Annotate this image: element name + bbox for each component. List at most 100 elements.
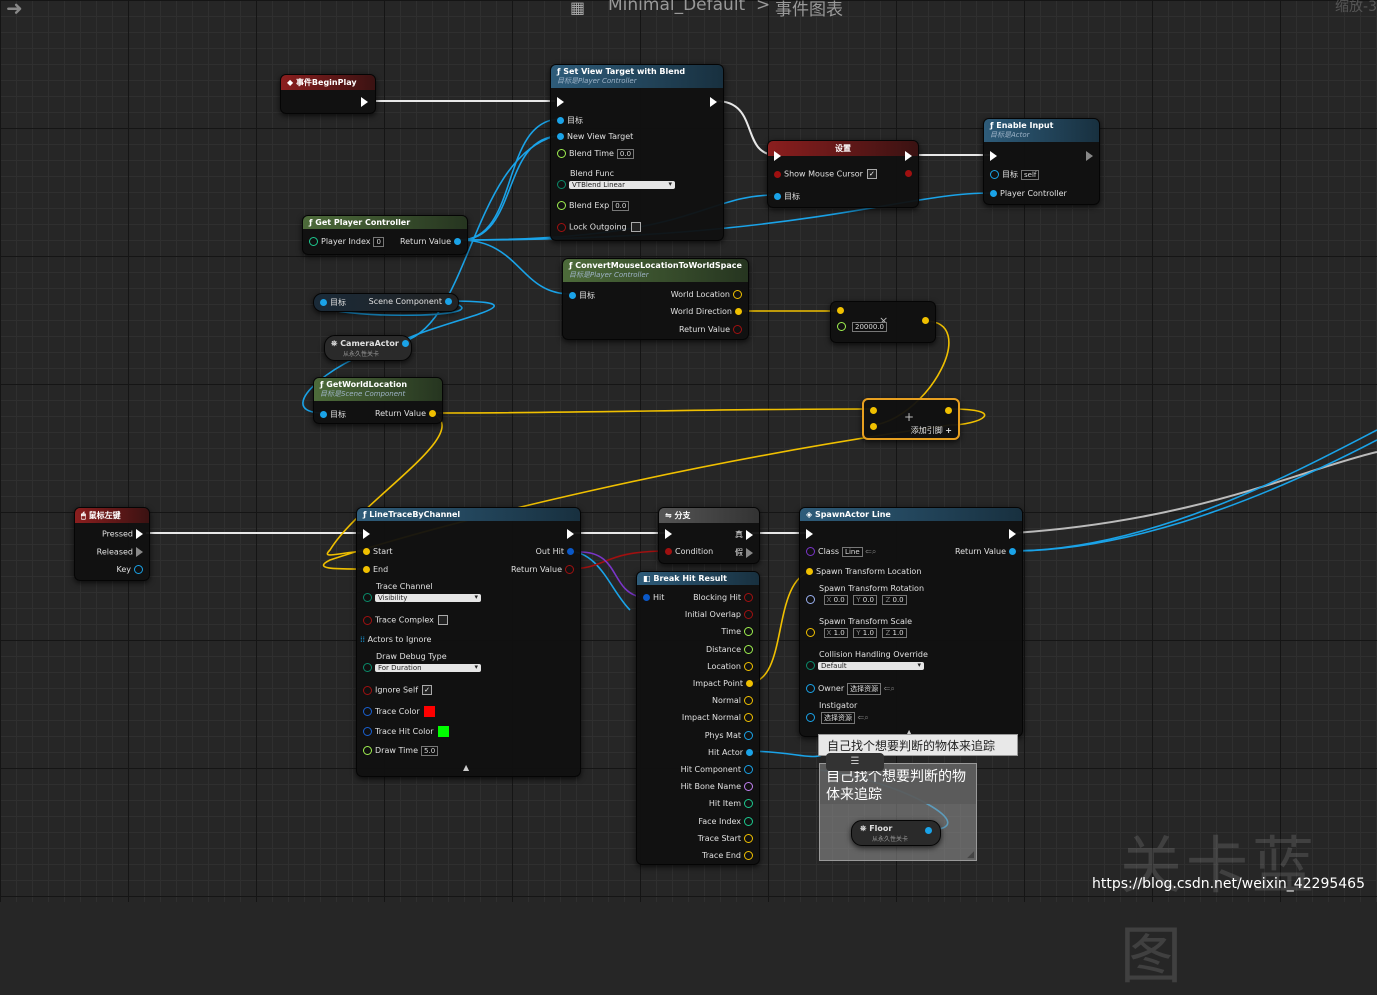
multiply-out-pin[interactable] <box>922 317 929 324</box>
blend-exp-input[interactable]: 0.0 <box>612 201 630 211</box>
return-value-pin[interactable] <box>1009 548 1016 555</box>
output-pin[interactable] <box>744 644 753 654</box>
return-value-pin[interactable] <box>733 325 742 334</box>
trace-hit-color-swatch[interactable] <box>437 726 449 737</box>
exec-out-pin[interactable] <box>361 97 368 107</box>
add-out-pin[interactable] <box>945 407 952 414</box>
resize-handle-icon[interactable]: ◢ <box>967 850 974 860</box>
output-pin[interactable] <box>744 782 753 792</box>
output-pin[interactable] <box>746 680 753 687</box>
comment-icon[interactable]: ☰ <box>826 753 884 771</box>
exec-out-pin[interactable] <box>905 151 912 161</box>
collision-dropdown[interactable]: Default <box>818 661 924 670</box>
rot-z-input[interactable]: Z 0.0 <box>882 595 907 605</box>
comment-box[interactable]: 自己找个想要判断的物体来追踪 ◢ <box>819 763 977 861</box>
instigator-picker[interactable]: 选择资源 <box>821 712 855 724</box>
browse-icon[interactable]: ⇐⌕ <box>862 547 877 556</box>
hit-in-pin[interactable] <box>643 594 650 601</box>
output-pin[interactable] <box>744 593 753 602</box>
output-pin[interactable] <box>744 816 753 826</box>
node-add[interactable]: + 添加引脚 + <box>862 398 960 440</box>
target-pin[interactable] <box>320 411 327 418</box>
add-in-a-pin[interactable] <box>870 407 877 414</box>
node-camera-actor[interactable]: ⛯ CameraActor 从永久性关卡 <box>324 335 412 361</box>
self-input[interactable]: self <box>1021 170 1040 180</box>
exec-in-pin[interactable] <box>990 151 997 161</box>
condition-pin[interactable] <box>665 548 672 555</box>
rot-y-input[interactable]: Y 0.0 <box>853 595 877 605</box>
exec-out-pin[interactable] <box>567 529 574 539</box>
exec-out-pin[interactable] <box>1086 151 1093 161</box>
node-set-variable[interactable]: 设置 Show Mouse Cursor✓ 目标 <box>767 140 919 208</box>
node-scene-component[interactable]: 目标 Scene Component <box>313 293 459 312</box>
lock-outgoing-checkbox[interactable] <box>630 222 641 232</box>
spawn-scale-pin[interactable] <box>806 628 815 637</box>
spawn-rotation-pin[interactable] <box>806 595 815 604</box>
player-index-input[interactable]: 0 <box>373 237 384 247</box>
return-value-pin[interactable] <box>429 410 436 417</box>
return-value-pin[interactable] <box>454 238 461 245</box>
player-index-pin[interactable] <box>309 237 318 246</box>
target-pin[interactable] <box>774 193 781 200</box>
player-controller-pin[interactable] <box>990 190 997 197</box>
multiply-in-a-pin[interactable] <box>837 307 844 314</box>
exec-in-pin[interactable] <box>665 529 672 539</box>
add-in-b-pin[interactable] <box>870 423 877 430</box>
exec-in-pin[interactable] <box>806 529 813 539</box>
trace-channel-dropdown[interactable]: Visibility <box>375 593 481 602</box>
class-dropdown[interactable]: Line <box>842 547 863 557</box>
output-pin[interactable] <box>744 696 753 706</box>
scale-z-input[interactable]: Z 1.0 <box>882 628 907 638</box>
start-pin[interactable] <box>363 548 370 555</box>
scene-component-out-pin[interactable] <box>445 298 452 305</box>
multiply-in-b-pin[interactable] <box>837 322 846 331</box>
blend-exp-pin[interactable] <box>557 201 566 210</box>
output-pin[interactable] <box>744 833 753 843</box>
draw-time-input[interactable]: 5.0 <box>421 746 439 756</box>
new-view-target-pin[interactable] <box>557 133 564 140</box>
browse-icon[interactable]: ⇐⌕ <box>855 713 869 722</box>
output-pin[interactable] <box>744 627 753 637</box>
ignore-self-pin[interactable] <box>363 685 372 695</box>
output-pin[interactable] <box>744 610 753 620</box>
collapse-arrow-icon[interactable]: ▲ <box>463 763 470 772</box>
node-mouse-left[interactable]: 🖱 鼠标左键 Pressed Released Key <box>74 507 150 581</box>
target-pin[interactable] <box>320 299 327 306</box>
exec-in-pin[interactable] <box>557 97 564 107</box>
exec-in-pin[interactable] <box>774 151 781 161</box>
output-pin[interactable] <box>746 748 753 756</box>
exec-in-pin[interactable] <box>363 529 370 539</box>
draw-debug-pin[interactable] <box>363 663 372 672</box>
breadcrumb-graph[interactable]: Minimal_Default <box>608 0 746 15</box>
draw-time-pin[interactable] <box>363 746 372 755</box>
show-cursor-pin[interactable] <box>774 170 781 178</box>
camera-actor-out-pin[interactable] <box>401 340 409 347</box>
show-cursor-checkbox[interactable]: ✓ <box>866 169 877 179</box>
false-exec-pin[interactable] <box>746 547 753 558</box>
output-pin[interactable] <box>744 765 753 774</box>
class-pin[interactable] <box>806 547 815 556</box>
node-begin-play[interactable]: ◆ 事件BeginPlay <box>280 74 376 114</box>
draw-debug-dropdown[interactable]: For Duration <box>375 663 481 672</box>
true-exec-pin[interactable] <box>746 529 753 540</box>
output-pin[interactable] <box>744 730 753 740</box>
blend-func-dropdown[interactable]: VTBlend Linear <box>569 180 675 189</box>
trace-hit-color-pin[interactable] <box>363 727 372 736</box>
blend-func-pin[interactable] <box>557 180 566 189</box>
browse-icon[interactable]: ⇐⌕ <box>881 684 895 693</box>
instigator-pin[interactable] <box>806 713 815 722</box>
trace-complex-checkbox[interactable] <box>437 615 448 625</box>
return-value-pin[interactable] <box>565 565 574 574</box>
released-exec-pin[interactable] <box>136 547 143 557</box>
world-location-pin[interactable] <box>733 290 742 299</box>
trace-color-pin[interactable] <box>363 707 372 716</box>
target-pin[interactable] <box>557 117 564 124</box>
owner-pin[interactable] <box>806 684 815 693</box>
exec-out-pin[interactable] <box>710 97 717 107</box>
out-hit-pin[interactable] <box>567 548 574 555</box>
